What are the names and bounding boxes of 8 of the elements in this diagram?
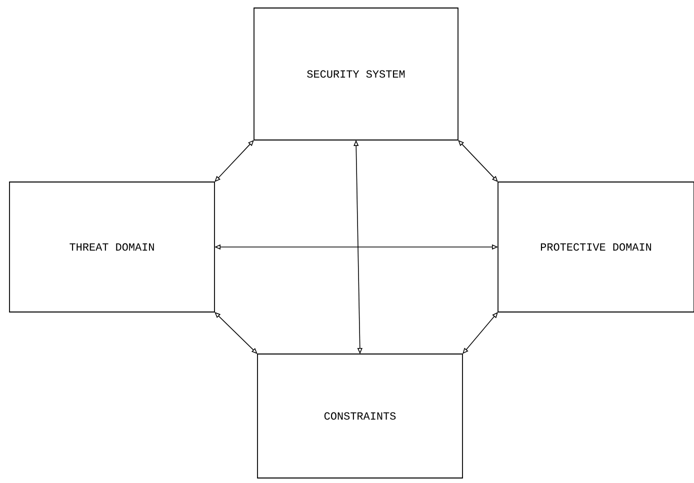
arrow: [214, 140, 254, 182]
arrow: [462, 312, 498, 354]
arrow: [214, 312, 258, 354]
domain-box: CONSTRAINTS: [257, 354, 463, 478]
domain-box: SECURITY SYSTEM: [254, 8, 458, 140]
arrow: [458, 140, 498, 182]
domain-box: THREAT DOMAIN: [9, 182, 215, 312]
domain-box: PROTECTIVE DOMAIN: [498, 182, 694, 312]
